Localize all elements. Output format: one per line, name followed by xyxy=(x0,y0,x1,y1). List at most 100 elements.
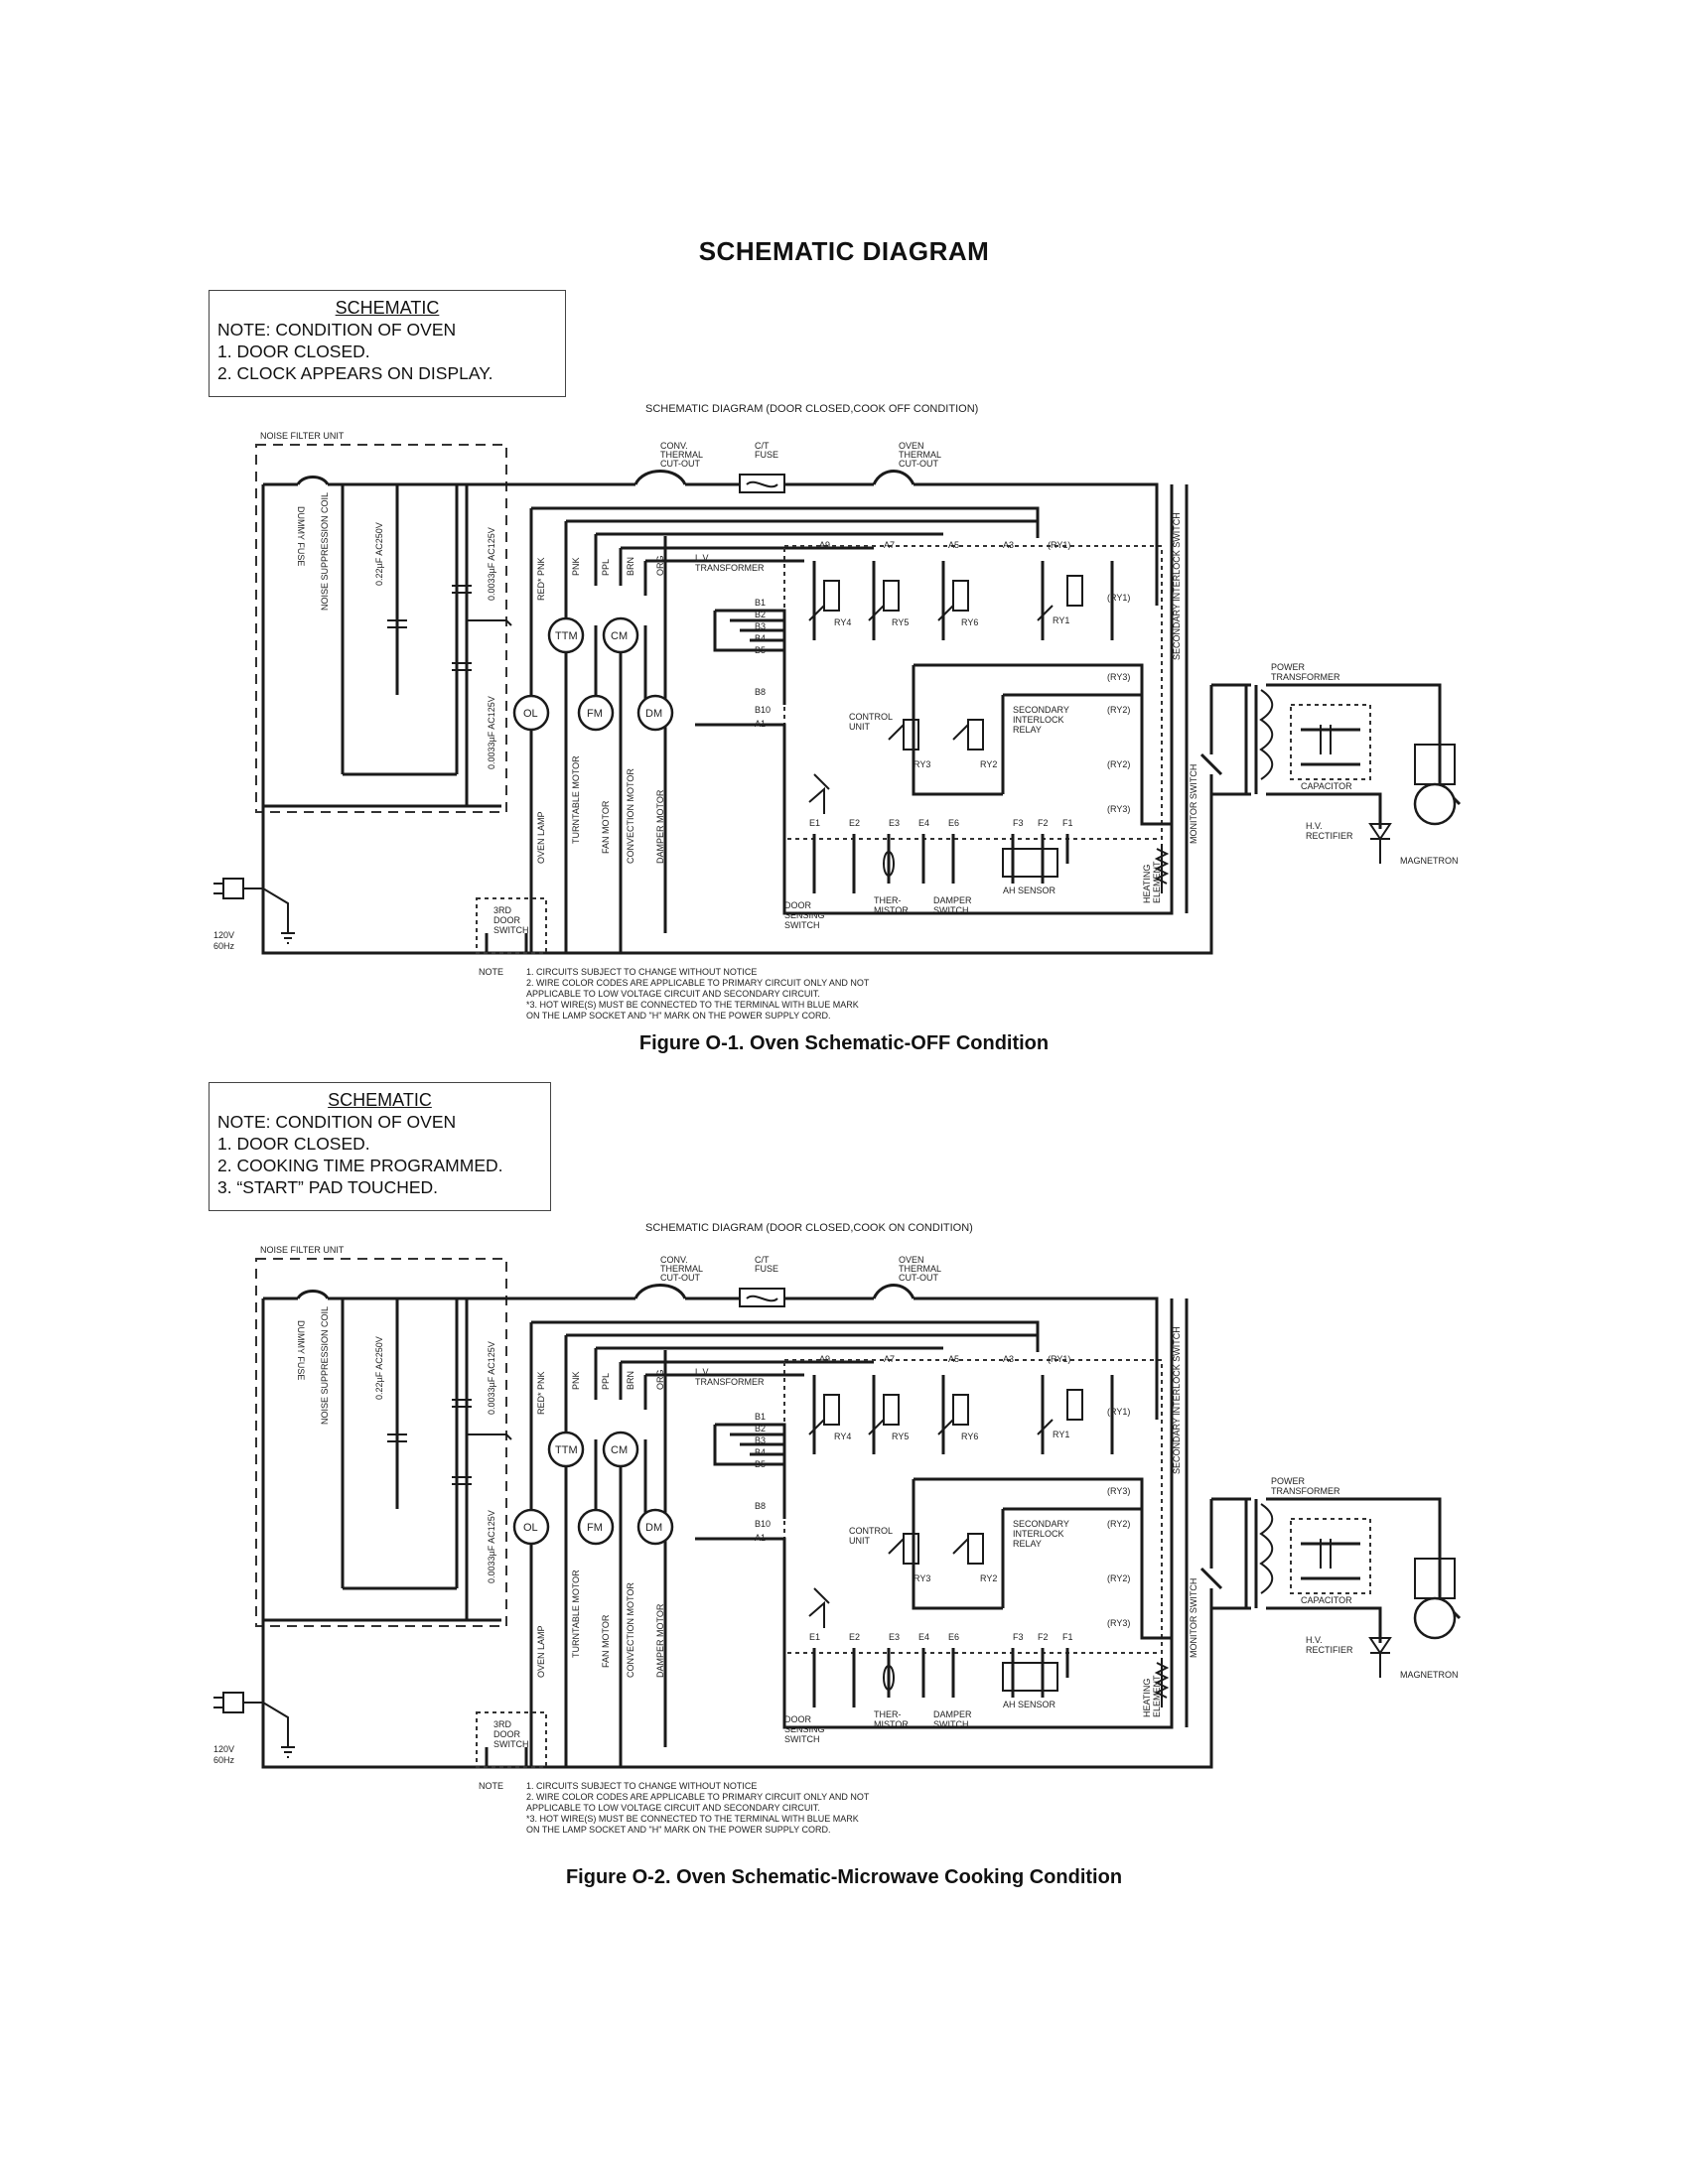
svg-text:A1: A1 xyxy=(755,1533,766,1543)
svg-text:C/T: C/T xyxy=(755,441,770,451)
svg-text:SECONDARY: SECONDARY xyxy=(1013,705,1069,715)
svg-text:F1: F1 xyxy=(1062,1632,1073,1642)
noise-filter-label: NOISE FILTER UNIT xyxy=(260,431,345,441)
svg-text:E3: E3 xyxy=(889,818,900,828)
note-line: 1. DOOR CLOSED. xyxy=(217,1134,370,1154)
note-box-1: SCHEMATIC NOTE: CONDITION OF OVEN 1. DOO… xyxy=(209,290,566,397)
note-line: 2. CLOCK APPEARS ON DISPLAY. xyxy=(217,363,493,383)
svg-text:THERMAL: THERMAL xyxy=(899,1264,941,1274)
component-ol: OL xyxy=(512,1508,550,1546)
svg-text:CONV.: CONV. xyxy=(660,441,688,451)
svg-text:B3: B3 xyxy=(755,621,766,631)
svg-text:TRANSFORMER: TRANSFORMER xyxy=(1271,1486,1340,1496)
svg-text:DAMPER: DAMPER xyxy=(933,895,972,905)
svg-text:(RY2): (RY2) xyxy=(1107,1573,1130,1583)
svg-text:DOOR: DOOR xyxy=(493,915,521,925)
svg-text:FUSE: FUSE xyxy=(755,1264,778,1274)
svg-text:A3: A3 xyxy=(1003,540,1014,550)
svg-text:NOTE: NOTE xyxy=(479,967,503,977)
svg-text:SECONDARY: SECONDARY xyxy=(1013,1519,1069,1529)
note-line: 2. COOKING TIME PROGRAMMED. xyxy=(217,1156,503,1175)
svg-text:B8: B8 xyxy=(755,1501,766,1511)
svg-text:FAN MOTOR: FAN MOTOR xyxy=(601,1614,611,1668)
svg-text:CUT-OUT: CUT-OUT xyxy=(660,459,700,469)
svg-text:PNK: PNK xyxy=(571,1371,581,1390)
schematic-body: NOISE FILTER UNIT DUMMY FUSE NOISE SUPPR… xyxy=(213,1245,1462,1835)
svg-text:FM: FM xyxy=(587,1522,603,1534)
svg-text:AH SENSOR: AH SENSOR xyxy=(1003,886,1056,895)
svg-text:POWER: POWER xyxy=(1271,1476,1306,1486)
svg-text:RECTIFIER: RECTIFIER xyxy=(1306,831,1353,841)
svg-text:A5: A5 xyxy=(948,540,959,550)
svg-text:E2: E2 xyxy=(849,818,860,828)
note-header: SCHEMATIC xyxy=(335,298,440,318)
svg-text:(RY1): (RY1) xyxy=(1107,1407,1130,1417)
svg-text:B1: B1 xyxy=(755,1412,766,1422)
svg-text:SWITCH: SWITCH xyxy=(784,1734,820,1744)
svg-text:C/T: C/T xyxy=(755,1255,770,1265)
component-dm: DM xyxy=(636,1508,674,1546)
svg-text:RED* PNK: RED* PNK xyxy=(536,557,546,601)
svg-text:RY1: RY1 xyxy=(1053,1430,1069,1439)
svg-text:L.V.: L.V. xyxy=(695,553,710,563)
svg-text:UNIT: UNIT xyxy=(849,722,870,732)
svg-text:B10: B10 xyxy=(755,1519,771,1529)
svg-text:CAPACITOR: CAPACITOR xyxy=(1301,1595,1352,1605)
svg-text:B2: B2 xyxy=(755,610,766,619)
svg-text:DAMPER MOTOR: DAMPER MOTOR xyxy=(655,1603,665,1678)
svg-text:RED* PNK: RED* PNK xyxy=(536,1371,546,1415)
svg-text:F1: F1 xyxy=(1062,818,1073,828)
svg-text:INTERLOCK: INTERLOCK xyxy=(1013,715,1064,725)
svg-text:THER-: THER- xyxy=(874,1709,902,1719)
svg-text:AH SENSOR: AH SENSOR xyxy=(1003,1700,1056,1709)
svg-text:(RY2): (RY2) xyxy=(1107,759,1130,769)
svg-text:0.0033µF AC125V: 0.0033µF AC125V xyxy=(487,527,496,601)
svg-text:(RY3): (RY3) xyxy=(1107,804,1130,814)
schematic-diagram-off: SCHEMATIC DIAGRAM (DOOR CLOSED,COOK OFF … xyxy=(213,403,1462,1021)
note-line: 1. DOOR CLOSED. xyxy=(217,341,370,361)
svg-text:SWITCH: SWITCH xyxy=(784,920,820,930)
svg-text:CM: CM xyxy=(611,1444,628,1456)
svg-text:DM: DM xyxy=(645,708,662,720)
component-ol: OL xyxy=(512,694,550,732)
svg-text:SECONDARY INTERLOCK SWITCH: SECONDARY INTERLOCK SWITCH xyxy=(1172,1326,1182,1474)
svg-text:INTERLOCK: INTERLOCK xyxy=(1013,1529,1064,1539)
svg-text:F3: F3 xyxy=(1013,818,1024,828)
svg-text:SWITCH: SWITCH xyxy=(933,905,969,915)
svg-text:(RY2): (RY2) xyxy=(1107,705,1130,715)
svg-text:(RY1): (RY1) xyxy=(1048,540,1070,550)
svg-text:CONVECTION MOTOR: CONVECTION MOTOR xyxy=(626,768,635,864)
svg-text:RELAY: RELAY xyxy=(1013,725,1042,735)
svg-text:APPLICABLE TO LOW VOLTAGE CIRC: APPLICABLE TO LOW VOLTAGE CIRCUIT AND SE… xyxy=(526,1803,820,1813)
svg-text:FAN MOTOR: FAN MOTOR xyxy=(601,800,611,854)
svg-text:0.22µF AC250V: 0.22µF AC250V xyxy=(374,522,384,586)
svg-text:E6: E6 xyxy=(948,1632,959,1642)
svg-text:RY3: RY3 xyxy=(914,759,930,769)
svg-text:HEATING: HEATING xyxy=(1142,1679,1152,1717)
svg-text:ELEMENT: ELEMENT xyxy=(1152,861,1162,903)
svg-text:MONITOR SWITCH: MONITOR SWITCH xyxy=(1189,764,1198,844)
svg-text:OVEN LAMP: OVEN LAMP xyxy=(536,1625,546,1678)
svg-text:SENSING: SENSING xyxy=(784,910,825,920)
component-cm: CM xyxy=(602,616,639,654)
svg-text:RY6: RY6 xyxy=(961,617,978,627)
svg-text:TTM: TTM xyxy=(555,630,578,642)
svg-text:E2: E2 xyxy=(849,1632,860,1642)
svg-text:APPLICABLE TO LOW VOLTAGE CIRC: APPLICABLE TO LOW VOLTAGE CIRCUIT AND SE… xyxy=(526,989,820,999)
svg-text:0.0033µF AC125V: 0.0033µF AC125V xyxy=(487,696,496,769)
svg-text:OL: OL xyxy=(523,1522,538,1534)
svg-text:A7: A7 xyxy=(884,540,895,550)
svg-text:RY3: RY3 xyxy=(914,1573,930,1583)
svg-text:THER-: THER- xyxy=(874,895,902,905)
svg-text:POWER: POWER xyxy=(1271,662,1306,672)
svg-text:NOTE: NOTE xyxy=(479,1781,503,1791)
svg-text:RY5: RY5 xyxy=(892,617,909,627)
svg-text:NOISE FILTER UNIT: NOISE FILTER UNIT xyxy=(260,1245,345,1255)
svg-text:E1: E1 xyxy=(809,1632,820,1642)
noise-coil-label: NOISE SUPPRESSION COIL xyxy=(320,492,330,611)
svg-text:DAMPER: DAMPER xyxy=(933,1709,972,1719)
svg-text:RY4: RY4 xyxy=(834,617,851,627)
component-ttm: TTM xyxy=(547,616,585,654)
svg-text:RY1: RY1 xyxy=(1053,615,1069,625)
svg-text:B1: B1 xyxy=(755,598,766,608)
